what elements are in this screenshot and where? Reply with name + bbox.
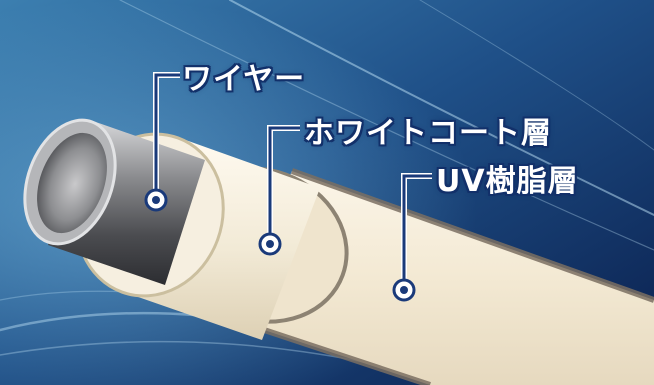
callout-uv-resin bbox=[392, 173, 432, 302]
callout-white-coat bbox=[258, 125, 300, 256]
wire-core bbox=[23, 118, 205, 285]
label-white-coat: ホワイトコート層 bbox=[304, 116, 552, 151]
label-wire: ワイヤー bbox=[182, 62, 306, 97]
callout-wire bbox=[144, 72, 180, 212]
label-uv-resin: UV樹脂層 bbox=[436, 164, 579, 199]
